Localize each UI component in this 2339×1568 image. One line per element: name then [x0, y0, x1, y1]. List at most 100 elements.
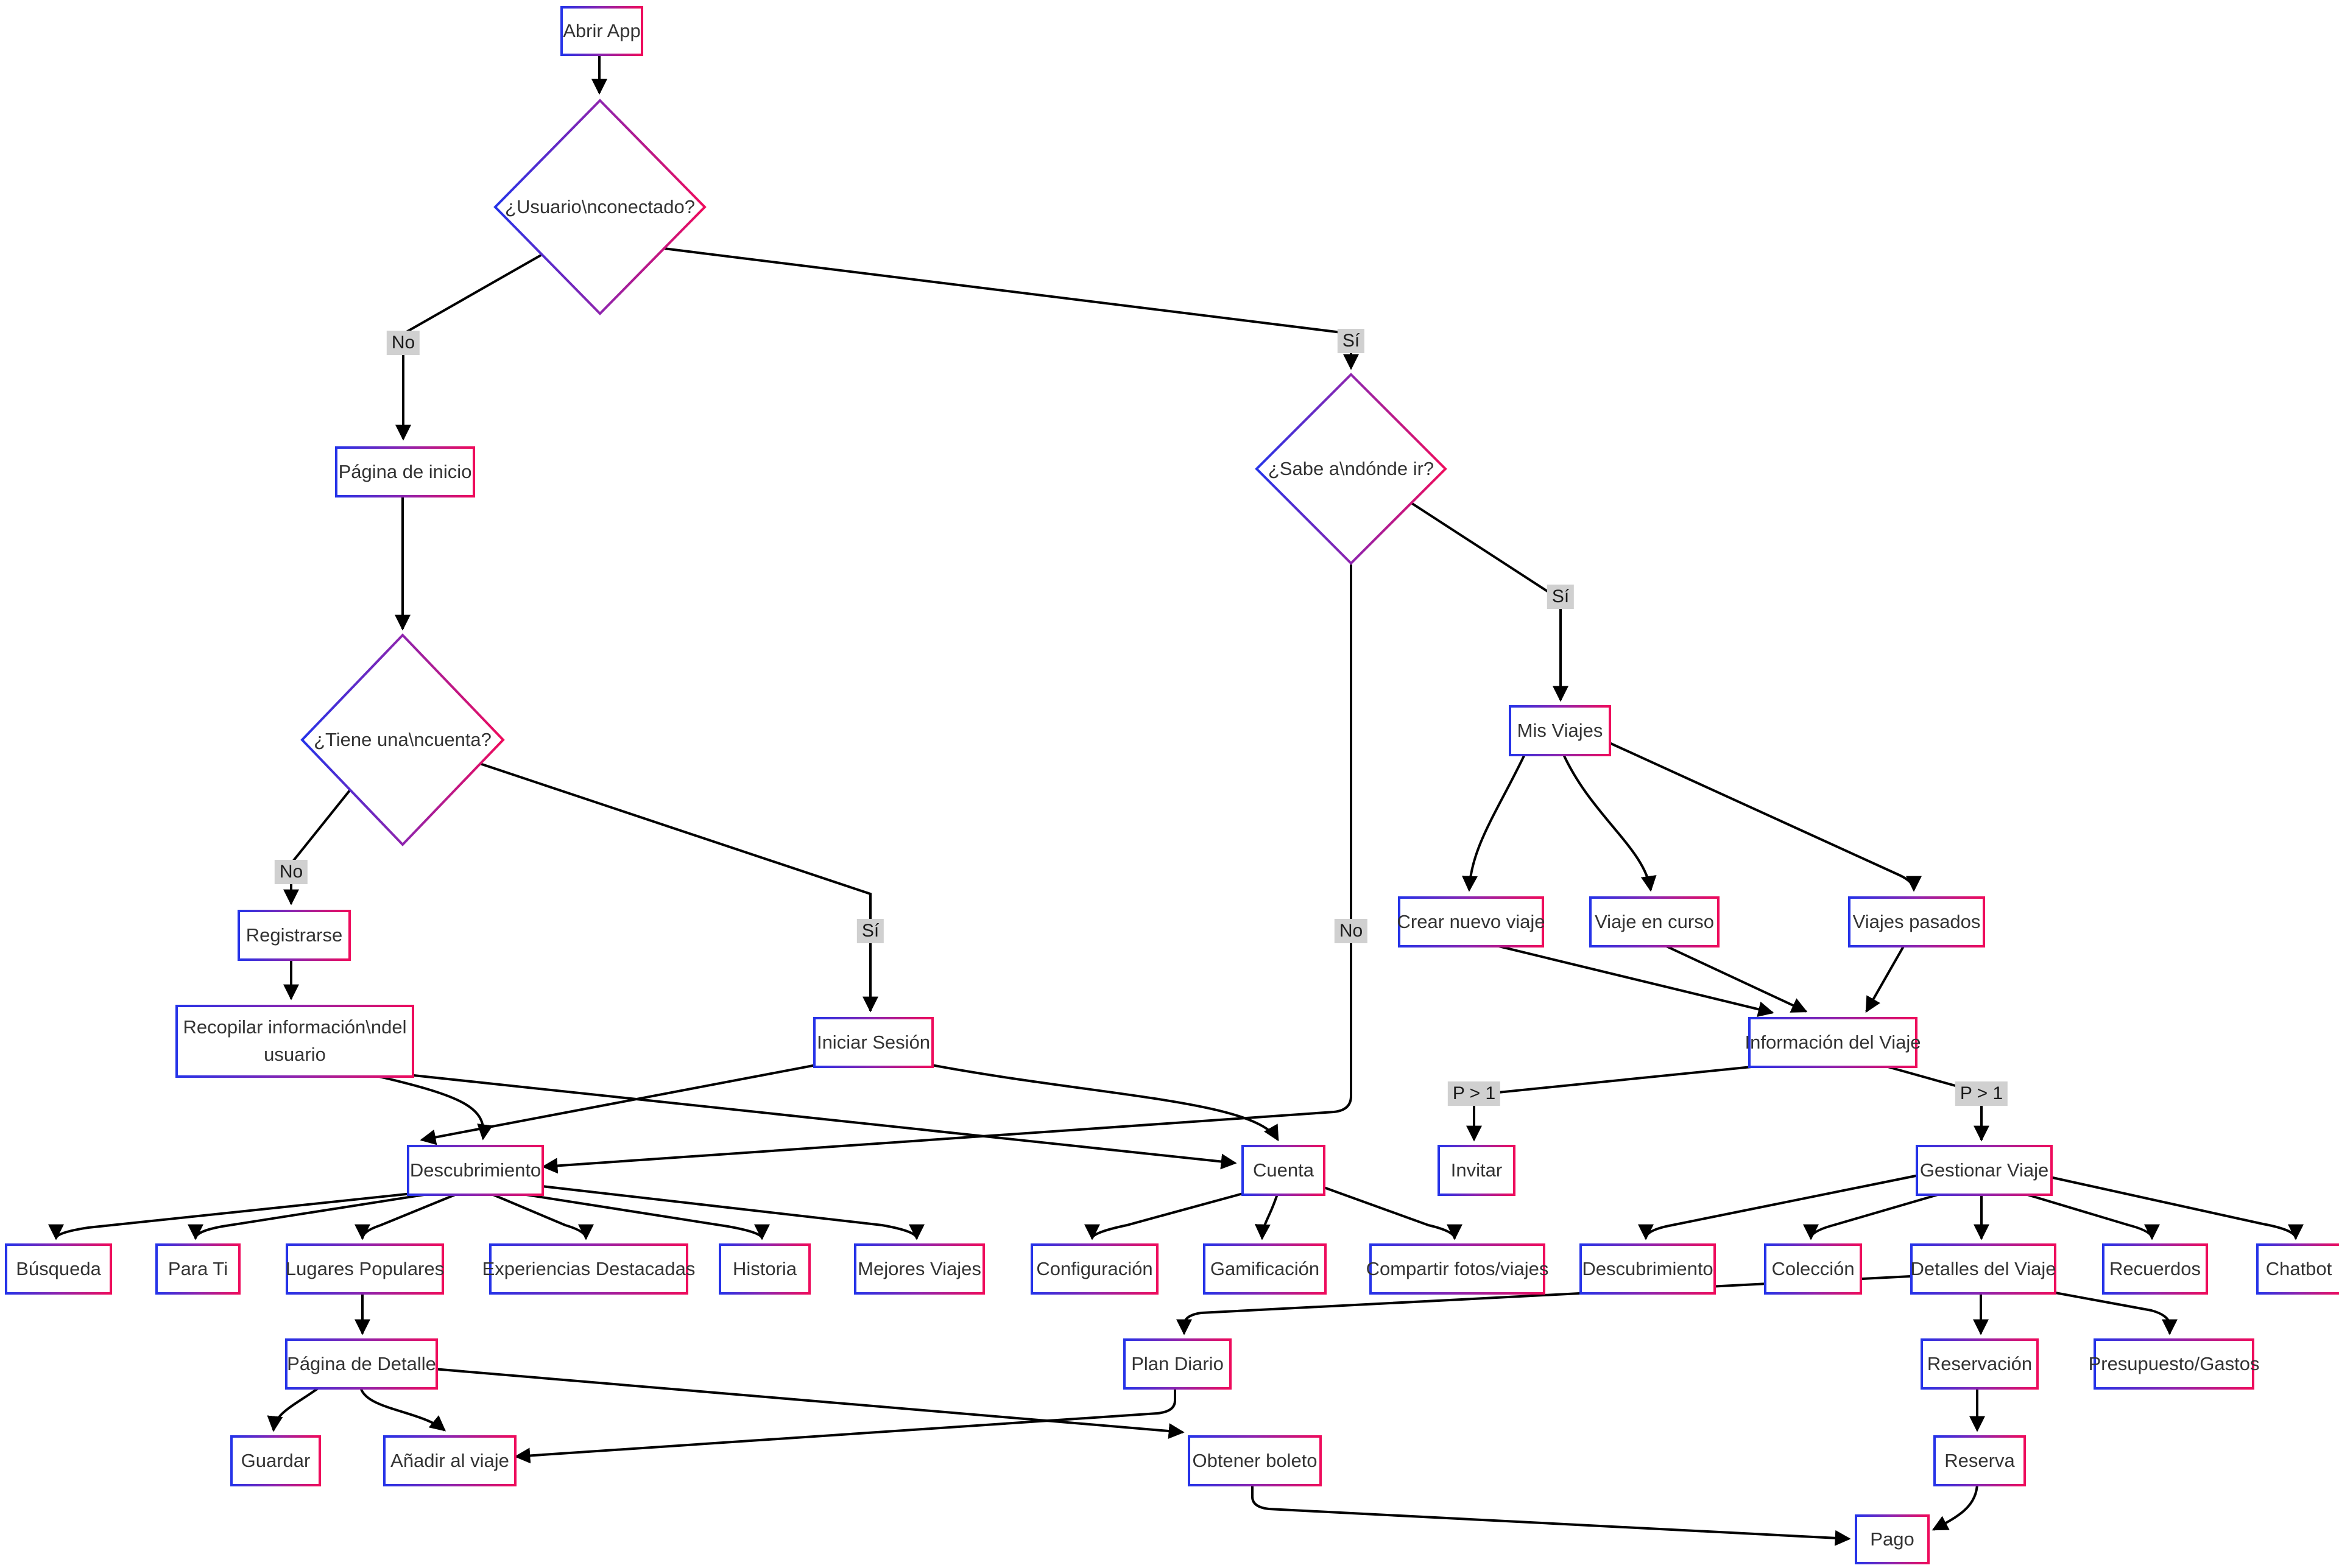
edge [1461, 751, 1527, 892]
edge-paths [48, 52, 2304, 1546]
edge [2047, 1175, 2304, 1240]
node-detalles-del-viaje: Detalles del Viaje [1910, 1243, 2056, 1295]
node-iniciar-sesion: Iniciar Sesión [813, 1017, 934, 1068]
node-compartir-fotos-viajes: Compartir fotos/viajes [1366, 1243, 1548, 1295]
node-busqueda: Búsqueda [5, 1243, 112, 1295]
edge [479, 762, 878, 1013]
node-configuracion: Configuración [1031, 1243, 1159, 1295]
node-label: Descubrimiento [409, 1159, 542, 1181]
edge [1176, 1275, 1911, 1335]
decision-diamonds [300, 99, 1447, 846]
edge [188, 1191, 440, 1240]
edge [1638, 1174, 1919, 1240]
node-label: Descubrimiento [1582, 1257, 1713, 1279]
node-coleccion: Colección [1764, 1243, 1862, 1295]
edge [542, 564, 1352, 1174]
node-gestionar-viaje: Gestionar Viaje [1916, 1145, 2053, 1196]
node-label: Compartir fotos/viajes [1366, 1257, 1549, 1279]
edge [371, 1074, 493, 1141]
node-label: Pago [1870, 1528, 1914, 1550]
node-label: Historia [732, 1257, 797, 1279]
node-label: Añadir al viaje [390, 1449, 509, 1471]
node-chatbot: Chatbot [2256, 1243, 2339, 1295]
node-informacion-del-viaje: Información del Viaje [1745, 1017, 1921, 1068]
node-anadir-al-viaje: Añadir al viaje [383, 1435, 517, 1486]
node-label: Iniciar Sesión [816, 1031, 931, 1053]
node-label: Página de Detalle [287, 1352, 436, 1374]
node-plan-diario: Plan Diario [1123, 1338, 1232, 1390]
node-mejores-viajes: Mejores Viajes [854, 1243, 985, 1295]
node-label: Viajes pasados [1852, 910, 1981, 932]
node-descubrimiento: Descubrimiento [407, 1145, 544, 1196]
node-experiencias-destacadas: Experiencias Destacadas [482, 1243, 695, 1295]
node-label: Mis Viajes [1517, 719, 1603, 741]
node-label: Mejores Viajes [858, 1257, 981, 1279]
edge [420, 1063, 820, 1145]
edge [1254, 1192, 1279, 1240]
node-para-ti: Para Ti [155, 1243, 241, 1295]
edge [1606, 740, 1922, 892]
edge [514, 1387, 1176, 1464]
edge [407, 1074, 1237, 1170]
node-pagina-de-inicio: Página de inicio [335, 446, 475, 497]
node-label-line: usuario [264, 1044, 326, 1065]
node-label: Lugares Populares [285, 1257, 445, 1279]
node-crear-nuevo-viaje: Crear nuevo viaje [1397, 896, 1545, 947]
edge-label-si: Sí [1547, 585, 1575, 609]
edge-label-p-mayor-1: P > 1 [1447, 1081, 1501, 1106]
edge-label-no: No [386, 331, 420, 355]
node-label: Reservación [1927, 1352, 2033, 1374]
edge [48, 1191, 424, 1240]
node-historia: Historia [719, 1243, 811, 1295]
node-label: Para Ti [168, 1257, 228, 1279]
node-label: Plan Diario [1131, 1352, 1224, 1374]
node-recuerdos: Recuerdos [2102, 1243, 2208, 1295]
edge [510, 1191, 770, 1240]
node-cuenta: Cuenta [1241, 1145, 1325, 1196]
edge [355, 1191, 462, 1240]
node-viajes-pasados: Viajes pasados [1848, 896, 1985, 947]
edge-label-no: No [274, 860, 308, 884]
node-obtener-boleto: Obtener boleto [1188, 1435, 1322, 1486]
node-label: Invitar [1450, 1159, 1503, 1181]
edge-label-p-mayor-1: P > 1 [1955, 1081, 2008, 1106]
node-viaje-en-curso: Viaje en curso [1589, 896, 1720, 947]
node-label: Colección [1771, 1257, 1855, 1279]
edge [928, 1063, 1279, 1142]
node-registrarse: Registrarse [238, 910, 351, 961]
node-mis-viajes: Mis Viajes [1509, 705, 1611, 756]
node-label: Obtener boleto [1192, 1449, 1318, 1471]
node-guardar: Guardar [230, 1435, 321, 1486]
edge [487, 1191, 594, 1240]
edge [1320, 1185, 1462, 1240]
edge [1486, 942, 1774, 1018]
node-reserva: Reserva [1933, 1435, 2026, 1486]
node-label: Crear nuevo viaje [1397, 910, 1545, 932]
node-label: Guardar [241, 1449, 311, 1471]
edge [1410, 502, 1568, 702]
node-label: Reserva [1944, 1449, 2015, 1471]
node-label: Página de inicio [338, 460, 472, 482]
node-label: Gestionar Viaje [1919, 1159, 2049, 1181]
node-descubrimiento-viaje: Descubrimiento [1579, 1243, 1716, 1295]
edge [1084, 1191, 1248, 1240]
edge [2045, 1290, 2178, 1335]
diamond-tiene-una-cuenta [300, 633, 505, 846]
node-label: Experiencias Destacadas [482, 1257, 696, 1279]
edge [283, 789, 351, 905]
edge [395, 253, 543, 441]
node-label: Configuración [1036, 1257, 1153, 1279]
node-label: Búsqueda [16, 1257, 101, 1279]
node-pago: Pago [1855, 1514, 1930, 1564]
node-label: Gamificación [1210, 1257, 1320, 1279]
node-pagina-de-detalle: Página de Detalle [285, 1338, 438, 1390]
node-label: Chatbot [2265, 1257, 2332, 1279]
diamond-label-usuario-conectado: ¿Usuario\nconectado? [505, 196, 695, 217]
node-presupuesto-gastos: Presupuesto/Gastos [2089, 1338, 2259, 1390]
node-abrir-app: Abrir App [560, 6, 643, 56]
edge [359, 1387, 446, 1432]
edge [433, 1368, 1185, 1439]
